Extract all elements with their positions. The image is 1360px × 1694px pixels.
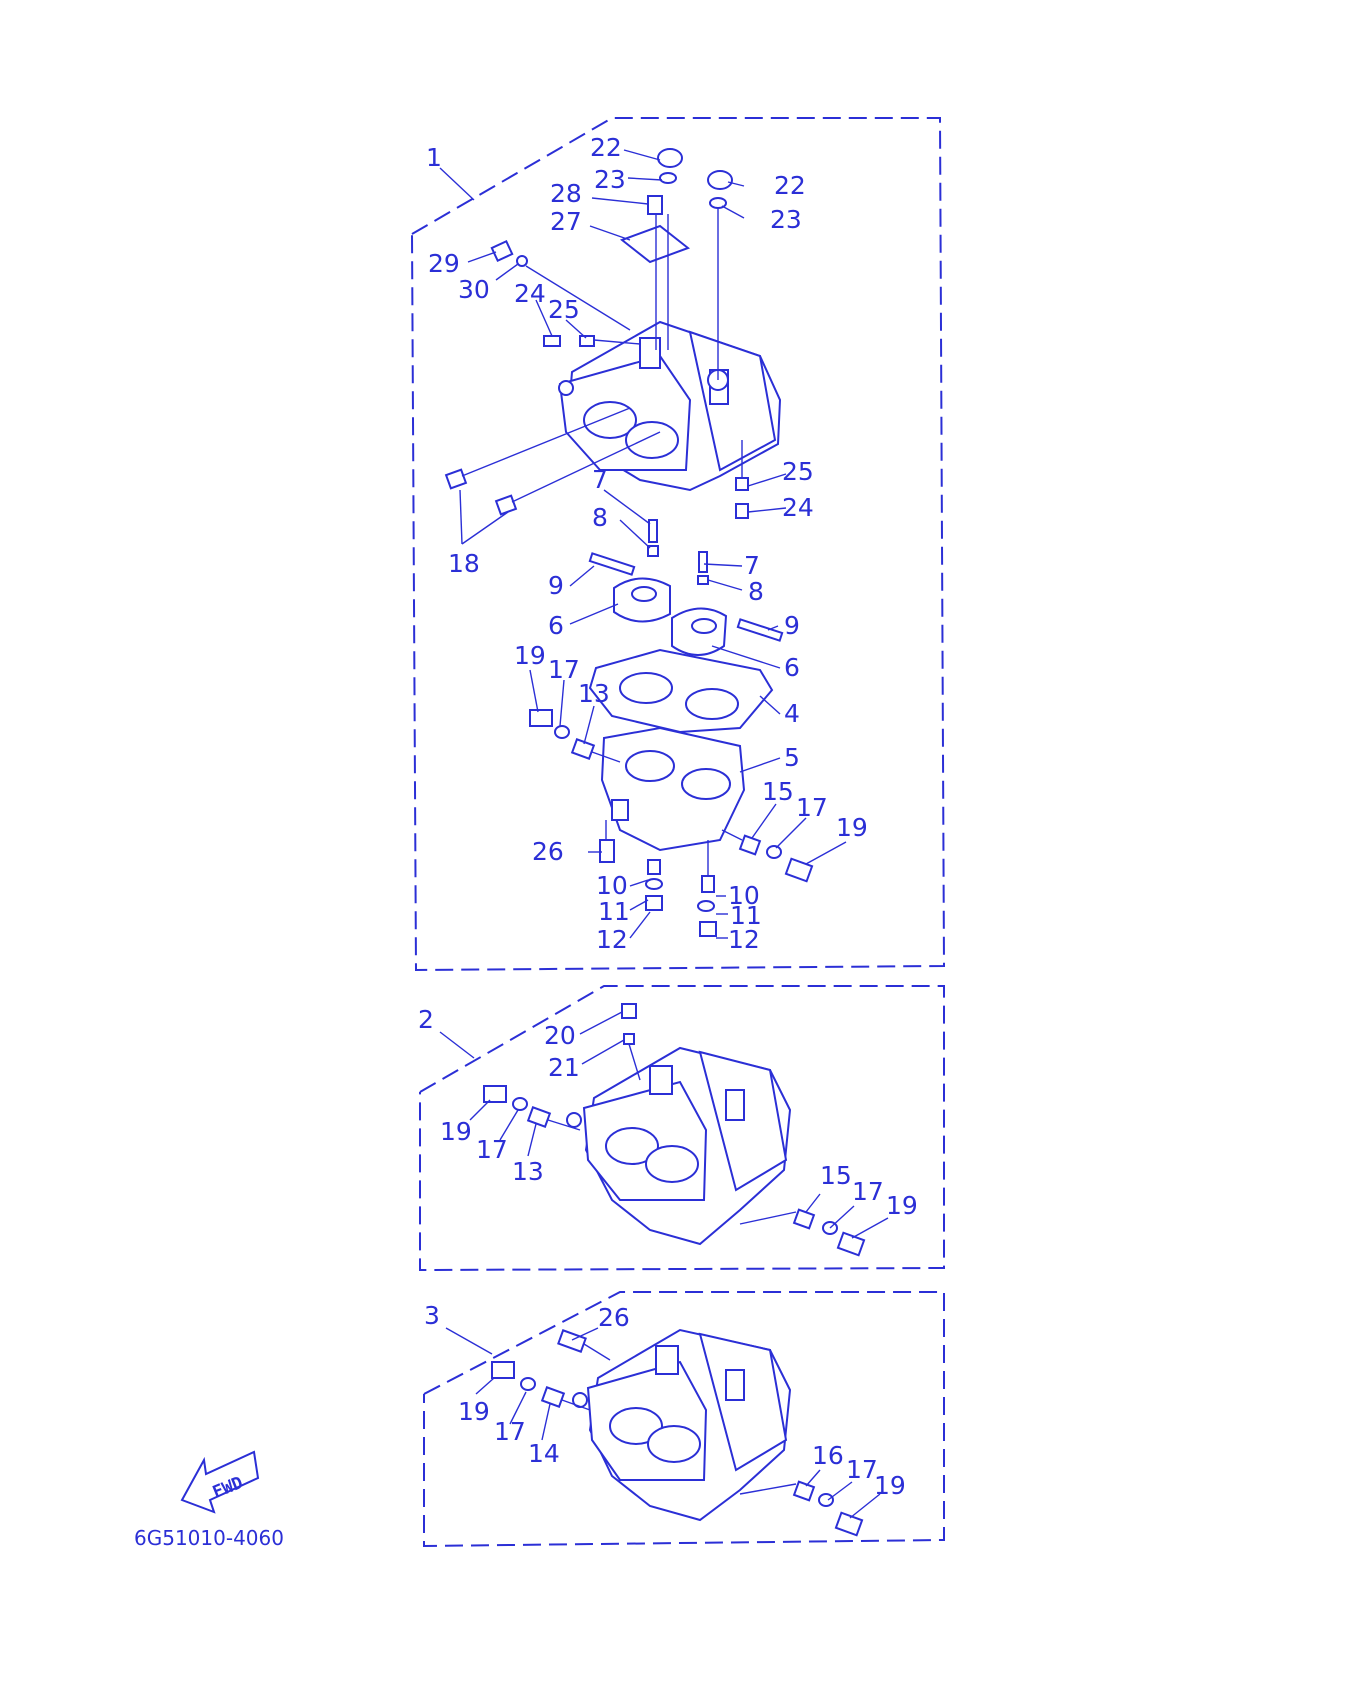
- callout-assembly-2: 2: [418, 1005, 434, 1034]
- callout: 29: [428, 249, 460, 278]
- callout: 22: [590, 133, 622, 162]
- callout: 10: [728, 881, 760, 910]
- callout: 17: [476, 1135, 508, 1164]
- callout: 24: [514, 279, 546, 308]
- callout: 25: [782, 457, 814, 486]
- callout: 26: [598, 1303, 630, 1332]
- callout: 17: [852, 1177, 884, 1206]
- callout: 7: [744, 551, 760, 580]
- callout: 4: [784, 699, 800, 728]
- callout: 19: [440, 1117, 472, 1146]
- callout: 10: [596, 871, 628, 900]
- callout: 20: [544, 1021, 576, 1050]
- callout: 22: [774, 171, 806, 200]
- leader-lines: [467, 149, 889, 1519]
- callout: 13: [578, 679, 610, 708]
- callout: 19: [458, 1397, 490, 1426]
- callout: 27: [550, 207, 582, 236]
- callout: 21: [548, 1053, 580, 1082]
- callout: 16: [812, 1441, 844, 1470]
- callout: 11: [730, 901, 762, 930]
- callout: 9: [548, 571, 564, 600]
- callout: 19: [886, 1191, 918, 1220]
- callout-assembly-3: 3: [424, 1301, 440, 1330]
- carburetor-assembly-2-body: [566, 1046, 792, 1246]
- callout: 15: [762, 777, 794, 806]
- assembly-1-group: [411, 117, 946, 972]
- callout: 19: [836, 813, 868, 842]
- fwd-arrow-icon: [180, 1450, 260, 1514]
- callout: 17: [494, 1417, 526, 1446]
- assembly-2-group: [419, 985, 945, 1272]
- callout: 8: [592, 503, 608, 532]
- callout: 19: [514, 641, 546, 670]
- callout: 13: [512, 1157, 544, 1186]
- carburetor-assembly-3-body: [572, 1328, 792, 1522]
- callout: 17: [796, 793, 828, 822]
- fwd-arrow: FWD: [180, 1450, 260, 1514]
- callout-labels: 1 2 3 22 23 22 23 28 27 29 30 24 25 25 2…: [418, 133, 918, 1500]
- callout: 11: [598, 897, 630, 926]
- callout: 7: [592, 465, 608, 494]
- callout: 23: [770, 205, 802, 234]
- callout: 6: [784, 653, 800, 682]
- assembly-2-boundary: [419, 985, 945, 1272]
- assembly-3-group: [423, 1291, 945, 1548]
- callout: 19: [874, 1471, 906, 1500]
- callout: 5: [784, 743, 800, 772]
- assembly-3-boundary: [423, 1291, 945, 1548]
- callout: 12: [596, 925, 628, 954]
- callout: 6: [548, 611, 564, 640]
- callout: 18: [448, 549, 480, 578]
- callout: 17: [548, 655, 580, 684]
- callout: 28: [550, 179, 582, 208]
- callout: 17: [846, 1455, 878, 1484]
- diagram-code: 6G51010-4060: [134, 1526, 284, 1550]
- callout: 24: [782, 493, 814, 522]
- callout: 23: [594, 165, 626, 194]
- callout-assembly-1: 1: [426, 143, 442, 172]
- callout: 15: [820, 1161, 852, 1190]
- callout: 9: [784, 611, 800, 640]
- callout: 14: [528, 1439, 560, 1468]
- callout: 12: [728, 925, 760, 954]
- callout: 8: [748, 577, 764, 606]
- callout: 30: [458, 275, 490, 304]
- callout: 26: [532, 837, 564, 866]
- callout: 25: [548, 295, 580, 324]
- assembly-1-boundary: [411, 117, 946, 972]
